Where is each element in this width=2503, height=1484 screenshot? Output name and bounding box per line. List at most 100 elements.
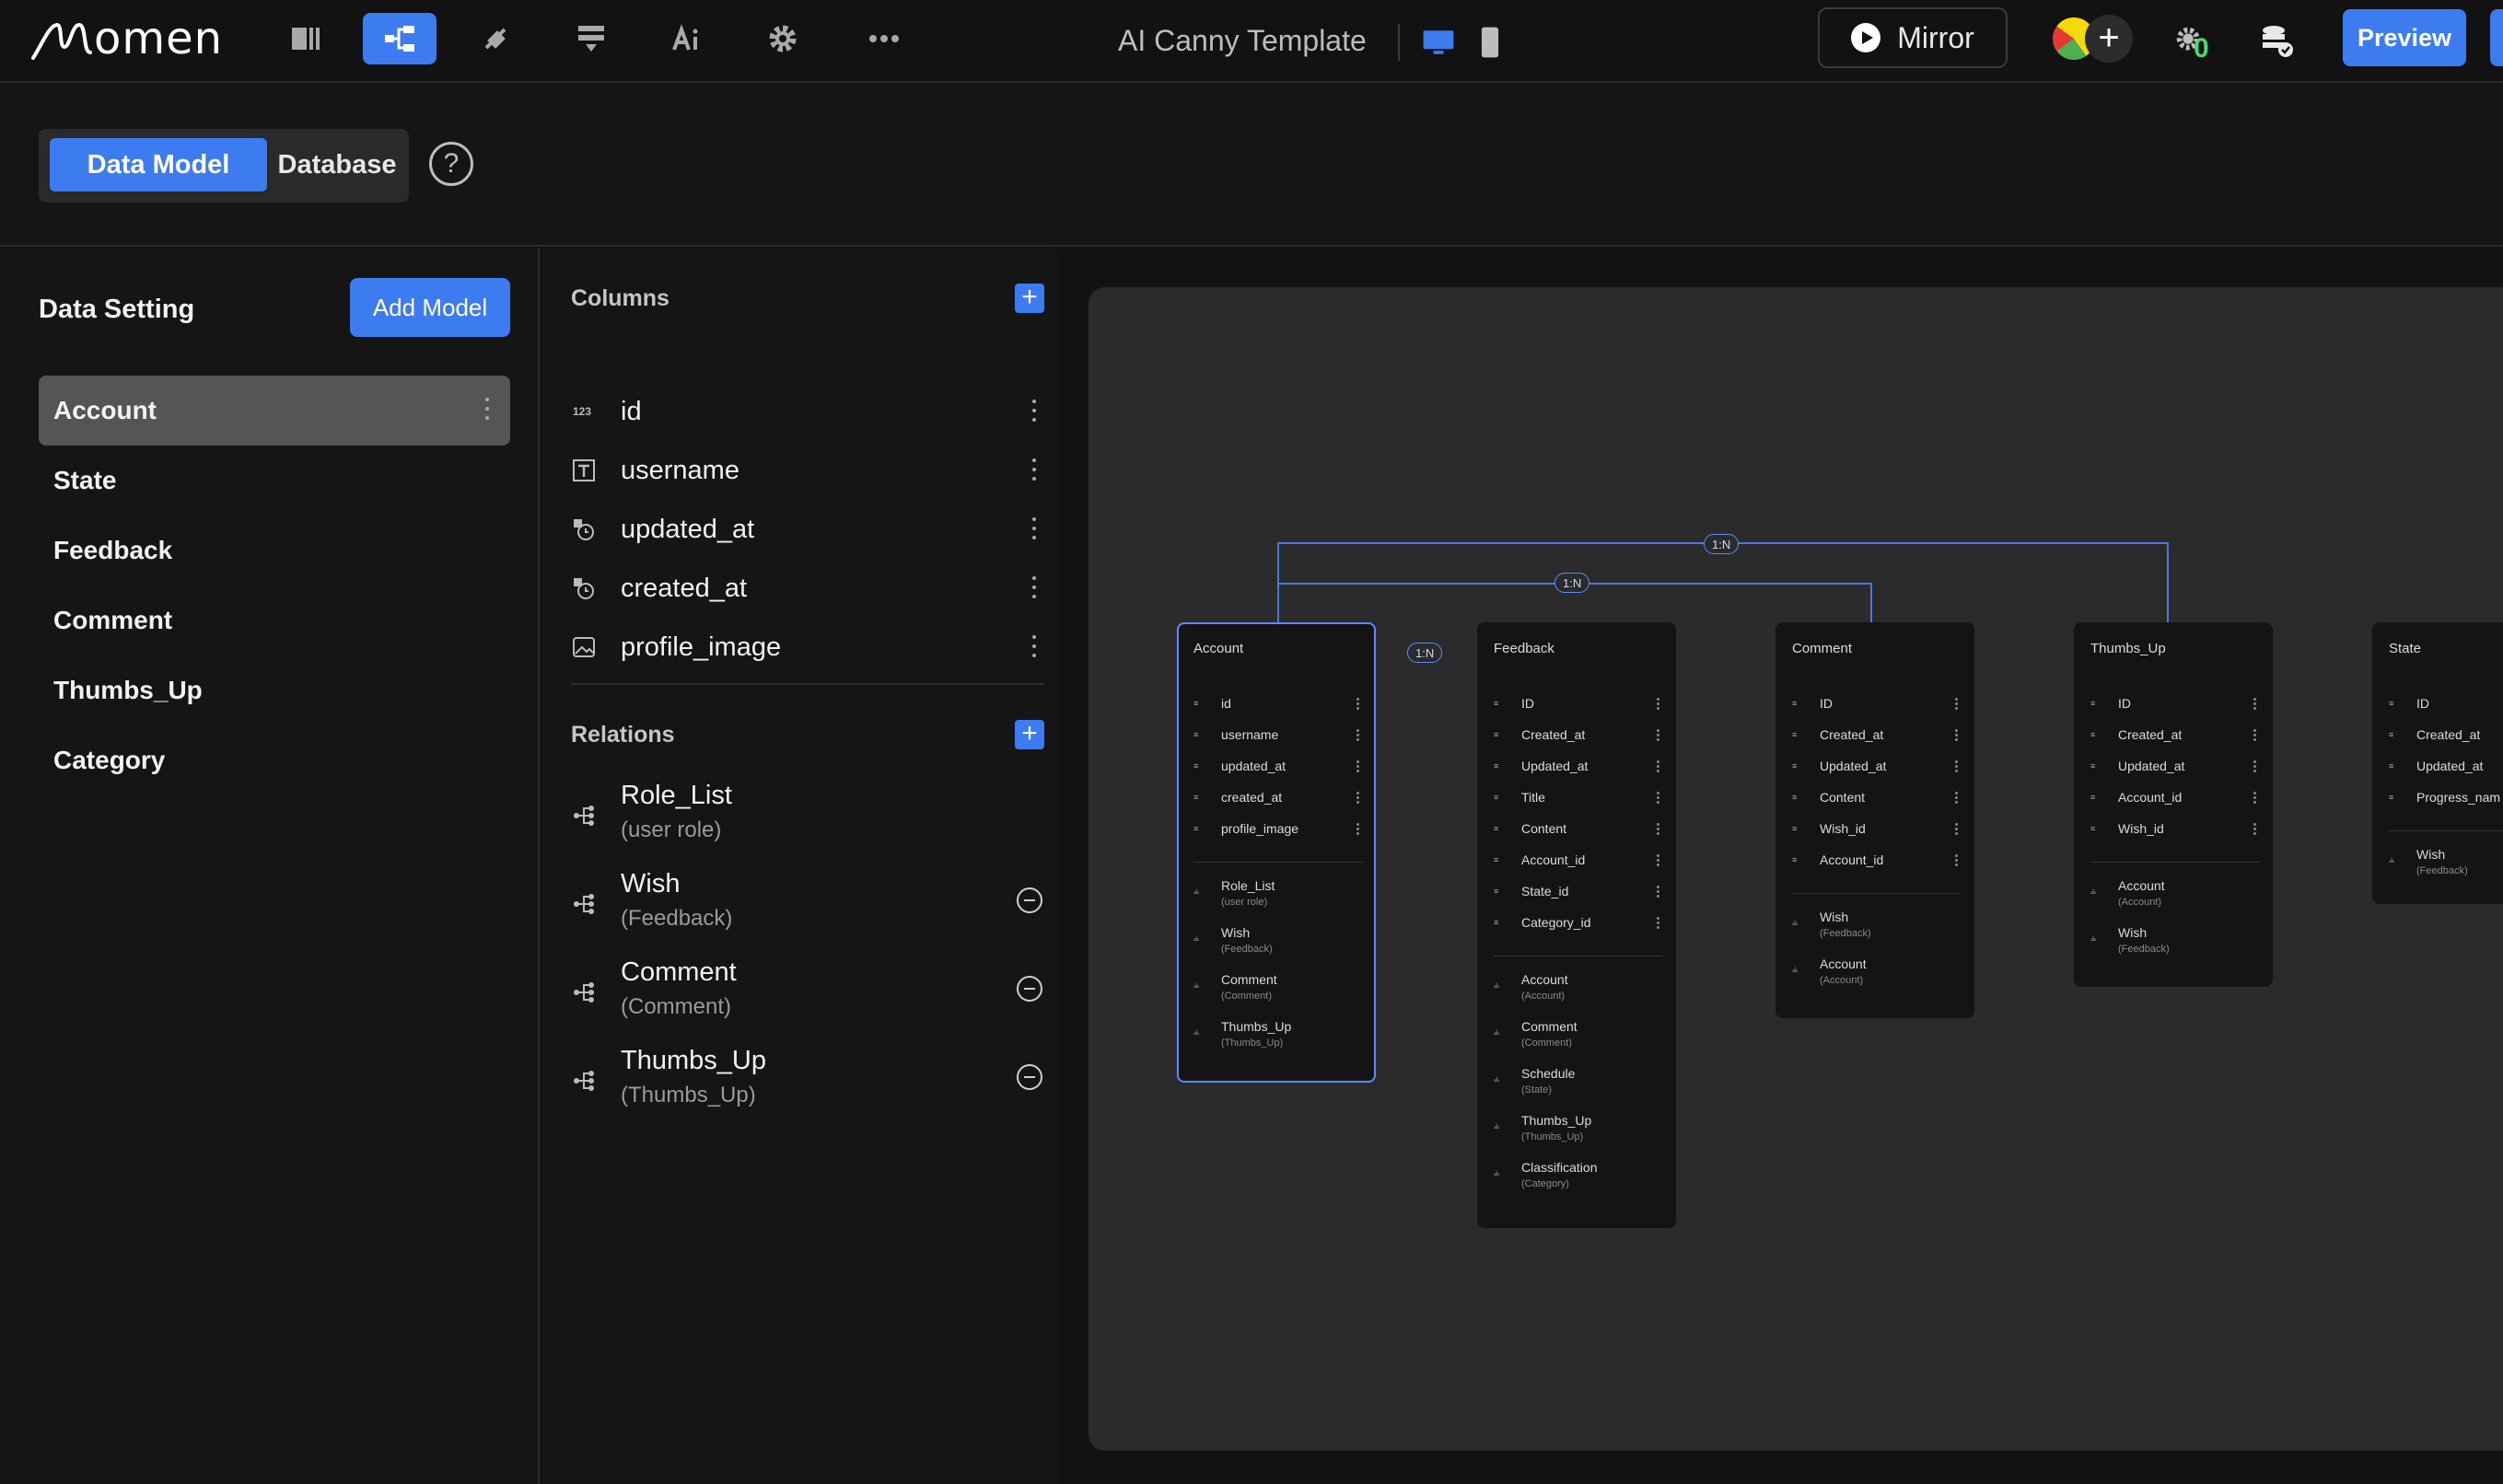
- api-tool-button[interactable]: [459, 13, 532, 64]
- more-tool-button[interactable]: [847, 13, 921, 64]
- erd-relation-row[interactable]: ⫨Thumbs_Up(Thumbs_Up): [1494, 1113, 1663, 1150]
- more-vertical-icon[interactable]: [1657, 854, 1659, 868]
- add-model-button[interactable]: Add Model: [350, 278, 510, 337]
- relation-row[interactable]: Thumbs_Up (Thumbs_Up): [571, 1046, 1044, 1119]
- collaborators[interactable]: +: [2050, 9, 2138, 68]
- relation-label[interactable]: 1:N: [1407, 643, 1443, 663]
- erd-field-row[interactable]: ≡ID: [2389, 694, 2503, 713]
- more-vertical-icon[interactable]: [2253, 823, 2256, 837]
- erd-field-row[interactable]: ≡Account_id: [1792, 851, 1962, 869]
- remove-relation-icon[interactable]: [1017, 887, 1042, 913]
- remove-relation-icon[interactable]: [1017, 1064, 1042, 1090]
- erd-field-row[interactable]: ≡Account_id: [2090, 788, 2260, 806]
- erd-canvas[interactable]: 1:N 1:N 1:N Account≡id≡username≡updated_…: [1089, 287, 2503, 1451]
- more-vertical-icon[interactable]: [1356, 729, 1359, 743]
- erd-field-row[interactable]: ≡created_at: [1193, 788, 1363, 806]
- erd-field-row[interactable]: ≡Content: [1792, 788, 1962, 806]
- sidebar-item-account[interactable]: Account: [39, 376, 510, 446]
- more-vertical-icon[interactable]: [1031, 576, 1037, 602]
- more-vertical-icon[interactable]: [1657, 917, 1659, 931]
- settings-tool-button[interactable]: [746, 13, 820, 64]
- erd-relation-row[interactable]: ⫨Wish(Feedback): [2090, 925, 2260, 962]
- more-vertical-icon[interactable]: [1657, 760, 1659, 774]
- mobile-view-button[interactable]: [1470, 22, 1510, 63]
- more-vertical-icon[interactable]: [1356, 760, 1359, 774]
- erd-field-row[interactable]: ≡State_id: [1494, 882, 1663, 900]
- erd-card-feedback[interactable]: Feedback≡ID≡Created_at≡Updated_at≡Title≡…: [1477, 622, 1676, 1228]
- erd-field-row[interactable]: ≡ID: [1494, 694, 1663, 713]
- more-vertical-icon[interactable]: [1031, 517, 1037, 543]
- publish-button[interactable]: [2490, 9, 2503, 66]
- erd-card-account[interactable]: Account≡id≡username≡updated_at≡created_a…: [1177, 622, 1376, 1083]
- more-vertical-icon[interactable]: [1955, 760, 1958, 774]
- more-vertical-icon[interactable]: [1657, 792, 1659, 806]
- invite-plus-icon[interactable]: +: [2085, 15, 2133, 63]
- momen-logo[interactable]: omen: [29, 13, 232, 64]
- mirror-button[interactable]: Mirror: [1818, 7, 2008, 68]
- more-vertical-icon[interactable]: [1955, 729, 1958, 743]
- more-vertical-icon[interactable]: [1356, 823, 1359, 837]
- erd-field-row[interactable]: ≡updated_at: [1193, 757, 1363, 775]
- more-vertical-icon[interactable]: [1955, 823, 1958, 837]
- more-vertical-icon[interactable]: [1356, 792, 1359, 806]
- erd-field-row[interactable]: ≡id: [1193, 694, 1363, 713]
- debug-button[interactable]: [2164, 15, 2216, 66]
- more-vertical-icon[interactable]: [2253, 729, 2256, 743]
- erd-relation-row[interactable]: ⫨Role_List(user role): [1193, 878, 1363, 915]
- column-row[interactable]: created_at: [571, 565, 1041, 611]
- erd-relation-row[interactable]: ⫨Wish(Feedback): [1792, 910, 1962, 946]
- more-vertical-icon[interactable]: [1657, 886, 1659, 899]
- column-row[interactable]: username: [571, 447, 1041, 493]
- erd-field-row[interactable]: ≡Progress_nam: [2389, 788, 2503, 806]
- more-vertical-icon[interactable]: [1955, 698, 1958, 712]
- ai-tool-button[interactable]: [650, 13, 724, 64]
- erd-field-row[interactable]: ≡username: [1193, 725, 1363, 744]
- more-vertical-icon[interactable]: [1657, 823, 1659, 837]
- help-icon[interactable]: ?: [429, 142, 473, 186]
- more-vertical-icon[interactable]: [1657, 698, 1659, 712]
- erd-field-row[interactable]: ≡profile_image: [1193, 819, 1363, 838]
- actionflow-tool-button[interactable]: [554, 13, 628, 64]
- erd-field-row[interactable]: ≡Category_id: [1494, 913, 1663, 932]
- erd-relation-row[interactable]: ⫨Account(Account): [1792, 956, 1962, 993]
- column-row[interactable]: 123 id: [571, 388, 1041, 435]
- erd-relation-row[interactable]: ⫨Comment(Comment): [1193, 972, 1363, 1009]
- tab-data-model[interactable]: Data Model: [50, 138, 267, 191]
- erd-field-row[interactable]: ≡Updated_at: [2389, 757, 2503, 775]
- erd-relation-row[interactable]: ⫨Wish(Feedback): [2389, 847, 2503, 884]
- erd-field-row[interactable]: ≡Content: [1494, 819, 1663, 838]
- more-vertical-icon[interactable]: [2253, 760, 2256, 774]
- more-vertical-icon[interactable]: [484, 398, 490, 423]
- erd-field-row[interactable]: ≡Wish_id: [1792, 819, 1962, 838]
- data-model-tool-button[interactable]: [363, 13, 437, 64]
- more-vertical-icon[interactable]: [2253, 792, 2256, 806]
- column-row[interactable]: updated_at: [571, 506, 1041, 552]
- tab-database[interactable]: Database: [277, 149, 397, 180]
- relation-row[interactable]: Wish (Feedback): [571, 869, 1044, 943]
- erd-relation-row[interactable]: ⫨Account(Account): [1494, 972, 1663, 1009]
- erd-field-row[interactable]: ≡Created_at: [2389, 725, 2503, 744]
- sidebar-item-category[interactable]: Category: [39, 725, 510, 795]
- relation-label[interactable]: 1:N: [1704, 534, 1740, 554]
- erd-relation-row[interactable]: ⫨Schedule(State): [1494, 1066, 1663, 1103]
- relation-row[interactable]: Comment (Comment): [571, 957, 1044, 1031]
- more-vertical-icon[interactable]: [1031, 458, 1037, 484]
- erd-field-row[interactable]: ≡Updated_at: [1494, 757, 1663, 775]
- erd-card-comment[interactable]: Comment≡ID≡Created_at≡Updated_at≡Content…: [1775, 622, 1974, 1018]
- desktop-view-button[interactable]: [1418, 22, 1459, 63]
- sidebar-item-state[interactable]: State: [39, 446, 510, 516]
- erd-field-row[interactable]: ≡Created_at: [1494, 725, 1663, 744]
- erd-field-row[interactable]: ≡Title: [1494, 788, 1663, 806]
- more-vertical-icon[interactable]: [1657, 729, 1659, 743]
- erd-field-row[interactable]: ≡ID: [1792, 694, 1962, 713]
- erd-relation-row[interactable]: ⫨Thumbs_Up(Thumbs_Up): [1193, 1019, 1363, 1056]
- remove-relation-icon[interactable]: [1017, 976, 1042, 1002]
- erd-field-row[interactable]: ≡Created_at: [1792, 725, 1962, 744]
- database-status-button[interactable]: [2251, 15, 2302, 66]
- more-vertical-icon[interactable]: [1031, 635, 1037, 661]
- erd-field-row[interactable]: ≡Created_at: [2090, 725, 2260, 744]
- column-row[interactable]: profile_image: [571, 624, 1041, 670]
- erd-card-state[interactable]: State≡ID≡Created_at≡Updated_at≡Progress_…: [2372, 622, 2503, 904]
- erd-relation-row[interactable]: ⫨Account(Account): [2090, 878, 2260, 915]
- erd-card-thumbs-up[interactable]: Thumbs_Up≡ID≡Created_at≡Updated_at≡Accou…: [2074, 622, 2273, 987]
